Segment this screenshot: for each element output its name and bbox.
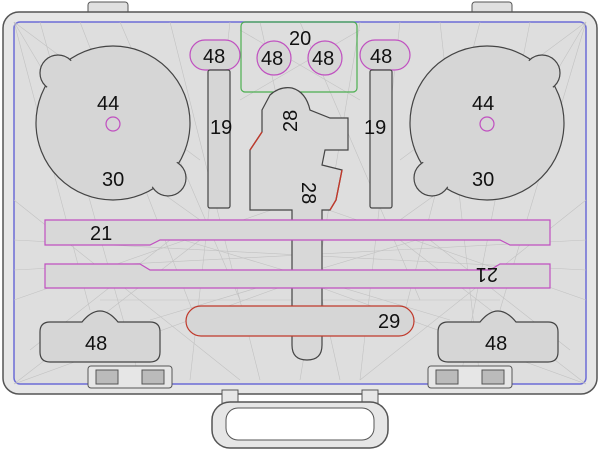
bottom-left-box-label: 48 bbox=[85, 333, 107, 355]
top-center-left-label: 48 bbox=[261, 48, 283, 70]
upper-bar-outline bbox=[44, 219, 551, 246]
left-circle-lower-label: 30 bbox=[102, 169, 124, 191]
red-pill-label: 29 bbox=[378, 311, 400, 333]
bottom-right-box-label: 48 bbox=[485, 333, 507, 355]
left-slot-outline bbox=[207, 69, 231, 209]
left-circle-pocket bbox=[35, 45, 191, 201]
left-latch bbox=[87, 365, 173, 389]
top-center-right-label: 48 bbox=[312, 48, 334, 70]
right-circle-upper-label: 44 bbox=[472, 93, 494, 115]
right-latch bbox=[427, 365, 513, 389]
right-slot-label: 19 bbox=[364, 117, 386, 139]
bottom-right-box-outline bbox=[437, 310, 559, 363]
left-circle-upper-label: 44 bbox=[97, 93, 119, 115]
top-group-label: 20 bbox=[289, 28, 311, 50]
case-handle bbox=[211, 389, 389, 449]
right-circle-lower-label: 30 bbox=[472, 169, 494, 191]
red-pill-outline bbox=[185, 305, 415, 337]
wrench-red-edge-left bbox=[249, 131, 263, 151]
top-left-pill-label: 48 bbox=[203, 46, 225, 68]
wrench-head-label: 28 bbox=[280, 110, 302, 132]
right-circle-pocket bbox=[409, 45, 565, 201]
upper-bar-label: 21 bbox=[90, 223, 112, 245]
top-center-left-ring bbox=[256, 40, 292, 76]
right-slot-outline bbox=[369, 69, 393, 209]
wrench-shaft-label: 28 bbox=[297, 182, 319, 204]
left-slot-label: 19 bbox=[210, 117, 232, 139]
wrench-red-edge-right bbox=[329, 169, 343, 211]
bottom-left-box-outline bbox=[39, 310, 161, 363]
lower-bar-outline bbox=[44, 263, 551, 289]
top-center-right-ring bbox=[307, 40, 343, 76]
lower-bar-label: 21 bbox=[476, 263, 498, 285]
top-right-pill-label: 48 bbox=[370, 46, 392, 68]
